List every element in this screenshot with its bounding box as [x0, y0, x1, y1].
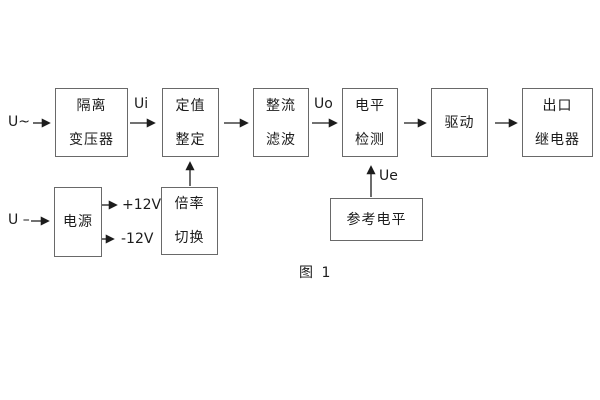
block-label: 继电器 — [535, 131, 580, 148]
block-setting-adjust: 定值 整定 — [162, 88, 219, 157]
signal-label-input-dc: U – — [8, 212, 30, 228]
signal-label-ue: Ue — [379, 168, 398, 184]
block-isolation-transformer: 隔离 变压器 — [55, 88, 128, 157]
block-label: 电平 — [355, 97, 385, 114]
signal-label-minus-12v: -12V — [121, 231, 154, 247]
block-output-relay: 出口 继电器 — [522, 88, 593, 157]
block-reference-level: 参考电平 — [330, 198, 423, 241]
block-label: 出口 — [542, 97, 573, 114]
block-label: 检测 — [355, 131, 385, 148]
block-label: 变压器 — [69, 131, 114, 148]
block-label: 整流 — [266, 97, 296, 114]
block-label: 隔离 — [76, 97, 107, 114]
block-label: 电源 — [63, 214, 93, 230]
block-ratio-switch: 倍率 切换 — [161, 187, 218, 255]
block-label: 切换 — [174, 230, 205, 246]
signal-label-ui: Ui — [134, 96, 149, 112]
block-rectifier-filter: 整流 滤波 — [253, 88, 309, 157]
block-label: 整定 — [175, 131, 206, 148]
figure-caption: 图 1 — [299, 265, 333, 281]
block-label: 倍率 — [174, 196, 205, 212]
block-label: 定值 — [175, 97, 206, 114]
signal-label-uo: Uo — [314, 96, 333, 112]
block-power-supply: 电源 — [54, 187, 102, 257]
block-driver: 驱动 — [431, 88, 488, 157]
block-label: 驱动 — [444, 114, 475, 131]
block-label: 滤波 — [266, 131, 296, 148]
signal-label-input-ac: U~ — [8, 114, 30, 130]
block-label: 参考电平 — [346, 211, 407, 228]
signal-label-plus-12v: +12V — [122, 197, 162, 213]
block-level-detect: 电平 检测 — [342, 88, 398, 157]
